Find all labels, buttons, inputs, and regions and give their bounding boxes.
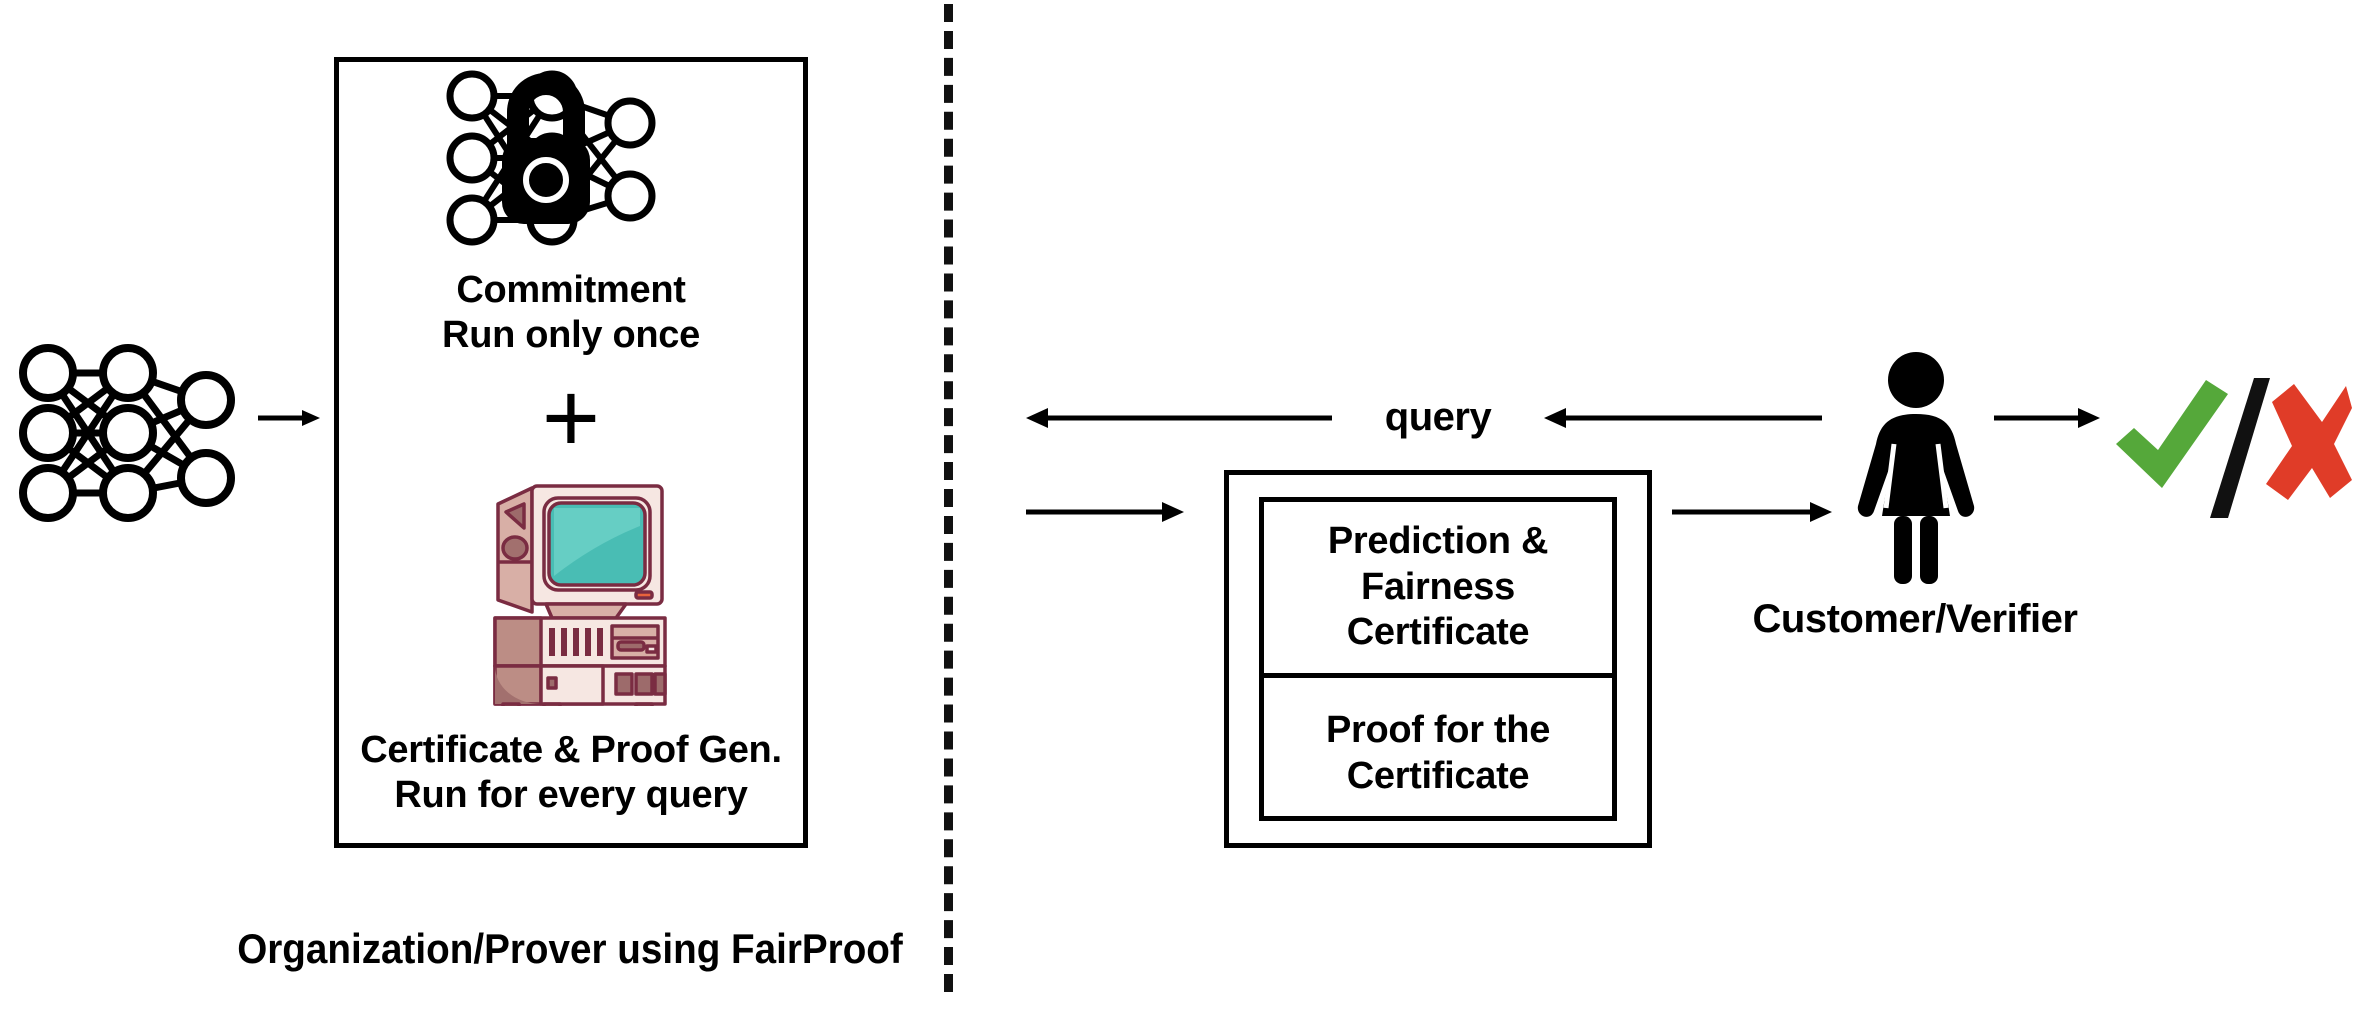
arrow-model-to-prover	[258, 405, 320, 431]
verdict-glyphs	[2106, 372, 2352, 524]
prediction-fairness-certificate-cell: Prediction & Fairness Certificate	[1264, 502, 1612, 678]
green-check-icon	[2116, 380, 2228, 488]
retro-computer-icon	[440, 466, 702, 712]
organization-caption: Organization/Prover using FairProof	[237, 925, 903, 972]
proof-for-certificate-cell: Proof for the Certificate	[1325, 709, 1551, 797]
query-arrow-right	[1544, 404, 1822, 432]
vertical-dashed-divider	[944, 4, 953, 992]
neural-network-icon	[8, 338, 248, 528]
certificate-package-box: Prediction & Fairness Certificate Proof …	[1224, 470, 1652, 848]
customer-verifier-label: Customer/Verifier	[1752, 597, 2078, 641]
neural-network-with-lock-icon	[440, 68, 670, 248]
response-arrow-out	[1672, 498, 1832, 526]
certificate-generation-label: Certificate & Proof Gen. Run for every q…	[360, 729, 782, 816]
female-person-icon	[1846, 348, 1986, 588]
verdict-arrow	[1994, 404, 2100, 432]
query-arrow-left	[1026, 404, 1332, 432]
response-arrow-in	[1026, 498, 1184, 526]
prover-box	[334, 57, 808, 848]
commitment-label: Commitment Run only once	[442, 269, 700, 356]
plus-sign: +	[541, 362, 601, 474]
red-cross-icon	[2266, 384, 2352, 500]
certificate-inner-box: Prediction & Fairness Certificate Proof …	[1259, 497, 1617, 821]
lock-icon	[502, 73, 590, 224]
query-label: query	[1384, 395, 1492, 439]
slash-separator	[2210, 378, 2270, 518]
